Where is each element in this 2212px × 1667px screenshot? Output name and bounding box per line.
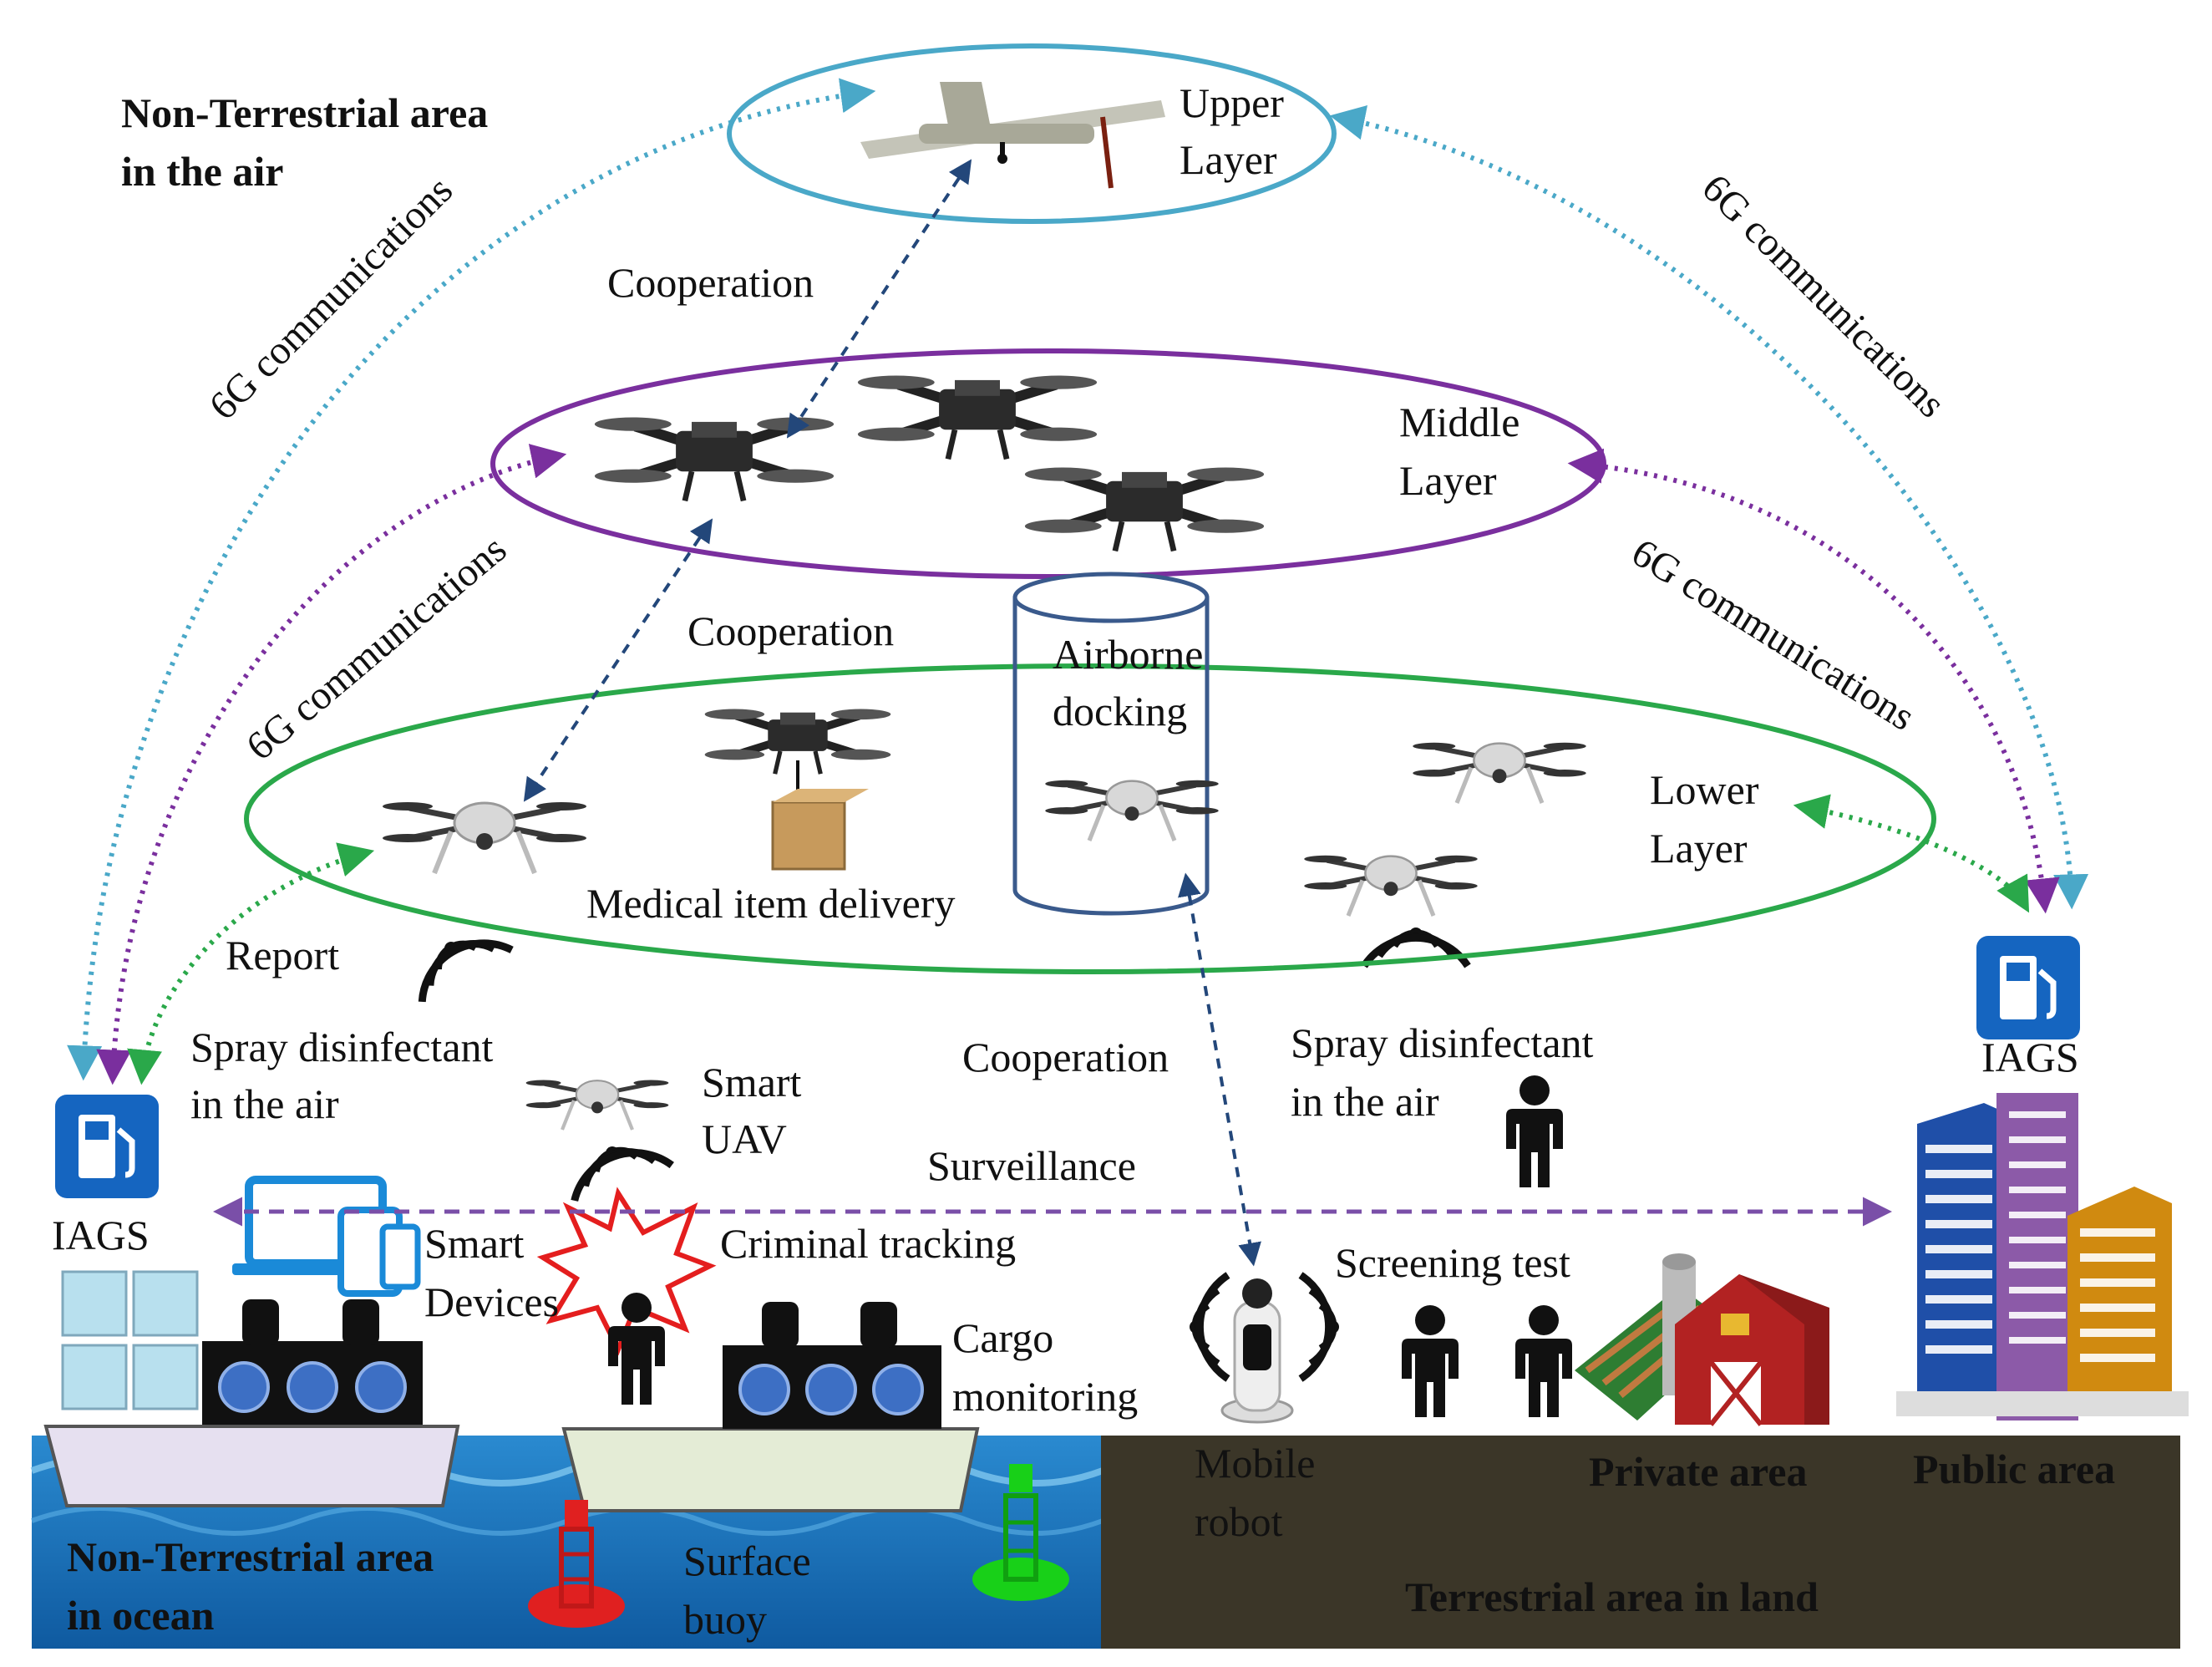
cooperation-arrow-ground — [1178, 872, 1261, 1267]
white-uav-icon — [526, 1080, 669, 1131]
airborne-docking-label: Airborne — [1053, 631, 1204, 678]
upper-layer-label: Upper — [1180, 79, 1284, 126]
medical-delivery-label: Medical item delivery — [586, 880, 956, 927]
middle-layer-label: Middle — [1399, 399, 1519, 445]
cargo-ship-left — [43, 1299, 460, 1507]
signal-icon — [1301, 1275, 1339, 1379]
iags-right-label: IAGS — [1981, 1034, 2079, 1080]
buoy-red-icon — [528, 1500, 625, 1628]
public-area-label: Public area — [1913, 1446, 2115, 1492]
cargo-ship-right — [561, 1302, 980, 1512]
smart-devices-label-2: Devices — [424, 1278, 559, 1325]
criminal-alert-icon — [536, 1187, 717, 1356]
cooperation-label-upper: Cooperation — [607, 259, 814, 306]
air-region-title: Non-Terrestrial area — [121, 89, 488, 136]
private-area-label: Private area — [1589, 1448, 1807, 1495]
iags-right-fuel-icon — [1976, 936, 2080, 1039]
report-arrow-right — [1793, 794, 2030, 913]
comm-label-left-middle: 6G communications — [238, 526, 515, 769]
cargo-monitoring-label: Cargo — [952, 1314, 1053, 1361]
lower-layer-label-2: Layer — [1650, 825, 1748, 872]
spray-right-label: Spray disinfectant — [1291, 1019, 1594, 1066]
quadcopter-icon — [595, 418, 834, 501]
fixed-wing-uav-icon — [860, 82, 1165, 189]
medical-package-icon — [771, 760, 869, 871]
cooperation-arrow-middle — [523, 518, 713, 802]
iags-left-fuel-icon — [55, 1095, 159, 1198]
screening-test-label: Screening test — [1335, 1239, 1570, 1286]
surface-buoy-label-2: buoy — [683, 1596, 767, 1643]
mobile-robot-icon — [1220, 1278, 1294, 1424]
comm-arrow-right-middle — [1567, 448, 2060, 914]
comm-label-right-upper: 6G communications — [1693, 165, 1954, 426]
airborne-docking-label-2: docking — [1053, 688, 1187, 734]
cargo-monitoring-label-2: monitoring — [952, 1373, 1138, 1420]
cooperation-label-ground: Cooperation — [962, 1034, 1169, 1080]
report-arrow-left — [127, 842, 375, 1085]
smart-uav-label: Smart — [702, 1059, 802, 1105]
land-region-title: Terrestrial area in land — [1405, 1573, 1819, 1620]
report-label: Report — [226, 932, 339, 978]
quadcopter-icon — [858, 376, 1097, 460]
airborne-docking-cylinder — [1012, 572, 1210, 916]
buoy-green-icon — [972, 1464, 1069, 1601]
land-region — [1101, 1436, 2180, 1649]
iags-left-label: IAGS — [52, 1212, 150, 1258]
smart-uav-label-2: UAV — [702, 1116, 787, 1162]
air-region-title-2: in the air — [121, 148, 283, 195]
signal-icon — [1190, 1275, 1228, 1379]
quadcopter-icon — [1025, 468, 1264, 551]
mobile-robot-label-2: robot — [1195, 1498, 1283, 1545]
criminal-tracking-label: Criminal tracking — [720, 1220, 1016, 1267]
surface-buoy-label: Surface — [683, 1537, 811, 1584]
comm-label-left-upper: 6G communications — [200, 168, 461, 429]
spray-left-label-2: in the air — [190, 1080, 339, 1127]
surveillance-label: Surveillance — [927, 1142, 1136, 1189]
person-icon — [1402, 1305, 1459, 1417]
comm-arrow-left-upper — [67, 78, 876, 1081]
upper-layer-label-2: Layer — [1180, 136, 1277, 183]
lower-layer-label: Lower — [1650, 766, 1759, 813]
smart-devices-icon — [232, 1176, 421, 1297]
container-boxes — [61, 1270, 199, 1410]
middle-layer-label-2: Layer — [1399, 457, 1497, 504]
white-uav-icon — [1045, 780, 1218, 841]
white-uav-icon — [383, 802, 586, 873]
cooperation-label-middle: Cooperation — [687, 607, 894, 654]
mobile-robot-label: Mobile — [1195, 1440, 1315, 1487]
spray-right-label-2: in the air — [1291, 1078, 1439, 1125]
city-buildings-icon — [1896, 1093, 2189, 1421]
ocean-region-title: Non-Terrestrial area — [67, 1533, 434, 1580]
ocean-region-title-2: in ocean — [67, 1592, 215, 1639]
spray-left-label: Spray disinfectant — [190, 1024, 494, 1070]
white-uav-icon — [1413, 743, 1585, 803]
person-icon — [1515, 1305, 1572, 1417]
smart-devices-label: Smart — [424, 1220, 525, 1267]
person-icon — [1506, 1075, 1563, 1187]
white-uav-icon — [1304, 856, 1477, 916]
farm-barn-icon — [1575, 1253, 1829, 1426]
